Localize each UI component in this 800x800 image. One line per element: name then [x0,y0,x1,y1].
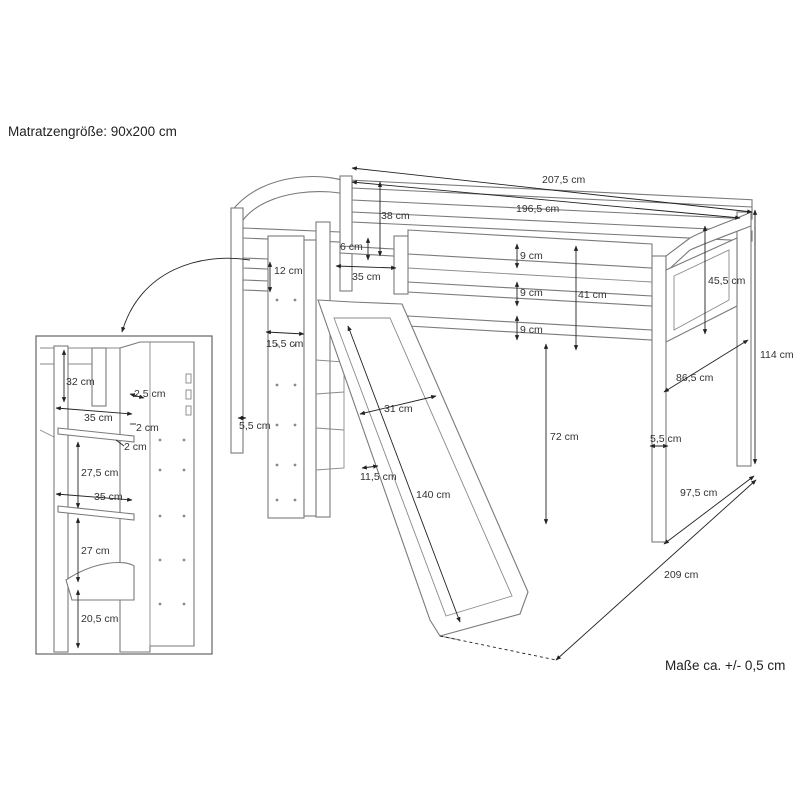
ladder-detail-labels: 32 cm 2,5 cm 35 cm 2 cm 2 cm 27,5 cm 35 … [66,376,166,625]
dim-head-height: 45,5 cm [708,275,746,287]
dim-ladder-27: 27 cm [81,545,110,557]
dimension-lines [237,166,758,661]
front-guard [339,229,653,341]
slide [317,299,529,641]
dim-post-15-5: 15,5 cm [266,338,304,350]
dim-ladder-35-mid: 35 cm [94,491,123,503]
dim-slide-length: 140 cm [416,489,451,501]
tolerance-note: Maße ca. +/- 0,5 cm [665,658,785,673]
dim-ladder-20-5: 20,5 cm [81,613,119,625]
mattress-size-note: Matratzengröße: 90x200 cm [8,124,177,139]
dim-ladder-2-a: 2 cm [136,422,159,434]
dim-post-12: 12 cm [274,265,303,277]
dim-rail-gap-3: 9 cm [520,324,543,336]
dim-depth-inner: 86,5 cm [676,372,714,384]
dim-ladder-2-b: 2 cm [124,441,147,453]
dim-slide-width: 31 cm [384,403,413,415]
head-board [230,175,353,454]
dim-ladder-32: 32 cm [66,376,95,388]
ladder-unit [267,235,345,519]
dim-depth-total: 97,5 cm [680,487,718,499]
inset-drawing [39,341,195,653]
inset-dimension-lines [55,349,145,649]
dim-rail-gap-2: 9 cm [520,287,543,299]
dim-height: 114 cm [760,349,794,361]
dim-leg-left: 5,5 cm [239,420,271,432]
dim-rail-gap-1: 9 cm [520,250,543,262]
dim-entry-width: 35 cm [352,271,381,283]
dim-ladder-27-5: 27,5 cm [81,467,119,479]
dim-inner-length: 196,5 cm [516,203,559,215]
foot-board [665,211,752,343]
dim-length-floor: 209 cm [664,569,699,581]
dim-under-height: 72 cm [550,431,579,443]
ladder-holes [275,298,297,502]
dim-rail-span: 41 cm [578,289,607,301]
dim-leg-right: 5,5 cm [650,433,682,445]
dim-ladder-35-top: 35 cm [84,412,113,424]
dim-slide-offset: 11,5 cm [360,471,397,483]
ladder-detail-inset [35,257,251,655]
dim-total-length: 207,5 cm [542,174,585,186]
dim-entry-gap: 6 cm [340,241,363,253]
dim-ladder-2-5: 2,5 cm [134,388,166,400]
dimension-labels: 207,5 cm 196,5 cm 38 cm 114 cm 45,5 cm 9… [239,174,794,581]
dim-guard-height: 38 cm [381,210,410,222]
notes: Matratzengröße: 90x200 cm Maße ca. +/- 0… [8,124,785,673]
